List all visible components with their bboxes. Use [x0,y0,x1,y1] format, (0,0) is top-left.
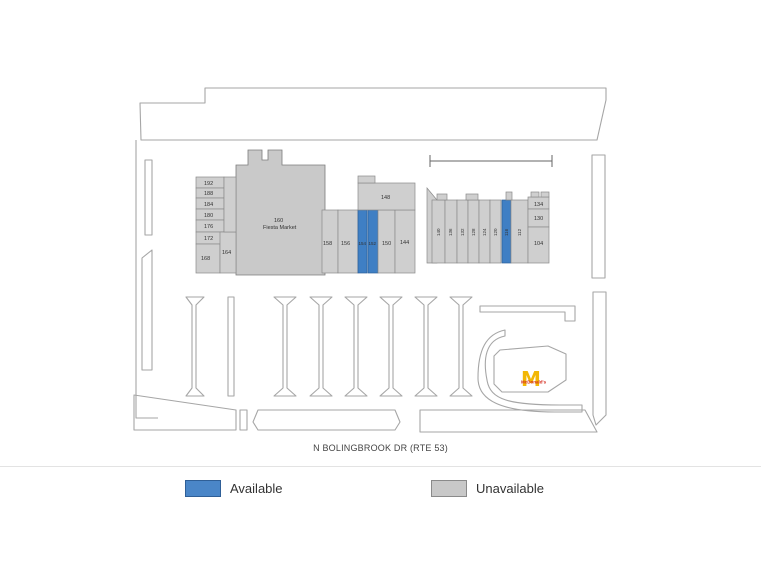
unit-label: 116 [504,228,509,236]
unit-label: 184 [204,202,213,208]
south-frontage-left [133,394,237,431]
unit-label: 156 [341,241,350,247]
legend-unavailable: Unavailable [431,480,544,497]
unit-label: 188 [204,191,213,197]
unit-label: 136 [448,228,453,236]
unit-label: 192 [204,181,213,187]
unit-label: 144 [400,240,409,246]
lot-outline-west [135,140,158,419]
svg-text:McDonald's: McDonald's [521,380,547,385]
unit-label: 168 [201,256,210,262]
unit-label: 134 [534,202,543,208]
unit-label: 164 [222,250,231,256]
legend-available: Available [185,480,283,497]
drive-thru-loop [477,329,583,413]
unit-label: 150 [382,241,391,247]
unit-label: 152 [369,241,377,246]
island-south-divider [239,409,248,431]
unit-label: 104 [534,241,543,247]
outparcel-pad [493,345,567,393]
unit-label: 130 [534,216,543,222]
mcdonalds-arches-logo: M McDonald's [521,367,547,391]
island-west-top [144,159,153,236]
center-building [321,175,416,274]
unit-label: 112 [517,228,522,236]
unit-label: 154 [359,241,367,246]
legend-divider [0,466,761,467]
available-swatch [185,480,221,497]
unit-label: 180 [204,213,213,219]
legend-available-label: Available [230,481,283,496]
dimension-line [429,155,553,167]
unit-label: 120 [493,228,498,236]
unit-label: 128 [471,228,476,236]
unit-label: 176 [204,224,213,230]
anchor-store[interactable] [235,149,326,276]
svg-text:M: M [521,367,541,391]
unit-label: 140 [436,228,441,236]
south-frontage-right [419,409,598,433]
unit-label: 132 [460,228,465,236]
anchor-name: Fiesta Market [263,225,297,231]
unavailable-swatch [431,480,467,497]
island-east-top [591,154,606,279]
unit-labels: 192 188 184 180 176 172 168 164 160 Fies… [201,181,543,262]
island-east-bottom [592,291,607,426]
island-west-mid [141,249,153,371]
unit-label: 148 [381,195,390,201]
parking-islands [185,296,473,397]
outparcel-curb-north [479,305,576,322]
west-building [195,149,326,276]
east-building [426,187,550,264]
south-frontage-center [252,409,401,431]
lot-outline-north [139,87,607,141]
unit-label: 124 [482,228,487,236]
legend-unavailable-label: Unavailable [476,481,544,496]
site-plan: M McDonald's [133,87,607,433]
road-label: N BOLINGBROOK DR (RTE 53) [313,443,448,453]
anchor-number: 160 [274,218,283,224]
unit-label: 158 [323,241,332,247]
unit-label: 172 [204,236,213,242]
